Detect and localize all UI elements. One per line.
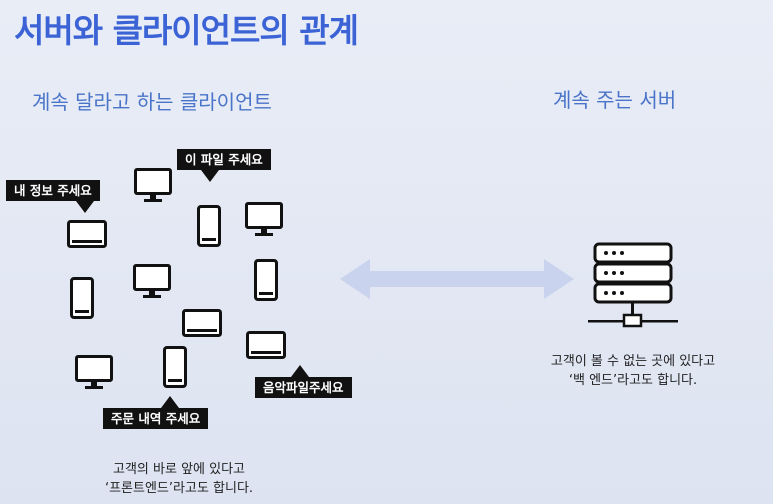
bubble-tail [76, 201, 94, 213]
slide-title: 서버와 클라이언트의 관계 [14, 11, 359, 50]
bubble-tail [161, 396, 179, 408]
tablet-icon [246, 331, 286, 359]
monitor-icon [245, 202, 283, 236]
monitor-icon [134, 168, 172, 202]
caption-line: 고객의 바로 앞에 있다고 [113, 462, 245, 477]
speech-bubble: 이 파일 주세요 [177, 149, 271, 182]
caption-line: 고객이 볼 수 없는 곳에 있다고 [550, 354, 716, 369]
bubble-text: 내 정보 주세요 [14, 183, 92, 198]
server-heading: 계속 주는 서버 [553, 88, 677, 112]
smartphone-icon [163, 346, 187, 388]
server-rack-icon [588, 242, 678, 328]
monitor-icon [75, 355, 113, 389]
speech-bubble: 주문 내역 주세요 [103, 396, 209, 429]
smartphone-icon [70, 277, 94, 319]
speech-bubble: 음악파일주세요 [255, 365, 352, 398]
bubble-text: 주문 내역 주세요 [111, 411, 201, 426]
speech-bubble: 내 정보 주세요 [6, 180, 100, 213]
bubble-text: 음악파일주세요 [263, 380, 344, 395]
double-arrow-icon [340, 259, 574, 299]
bubble-tail [291, 365, 309, 377]
smartphone-icon [197, 205, 221, 247]
smartphone-icon [254, 259, 278, 301]
server-caption: 고객이 볼 수 없는 곳에 있다고 ‘백 엔드’라고도 합니다. [518, 352, 748, 390]
bubble-text: 이 파일 주세요 [185, 152, 263, 167]
bubble-tail [201, 170, 219, 182]
client-heading: 계속 달라고 하는 클라이언트 [32, 90, 272, 114]
tablet-icon [67, 220, 107, 248]
caption-line: ‘프론트엔드’라고도 합니다. [104, 481, 254, 496]
caption-line: ‘백 엔드’라고도 합니다. [568, 373, 698, 388]
client-caption: 고객의 바로 앞에 있다고 ‘프론트엔드’라고도 합니다. [72, 460, 286, 498]
tablet-icon [182, 309, 222, 337]
monitor-icon [133, 264, 171, 298]
